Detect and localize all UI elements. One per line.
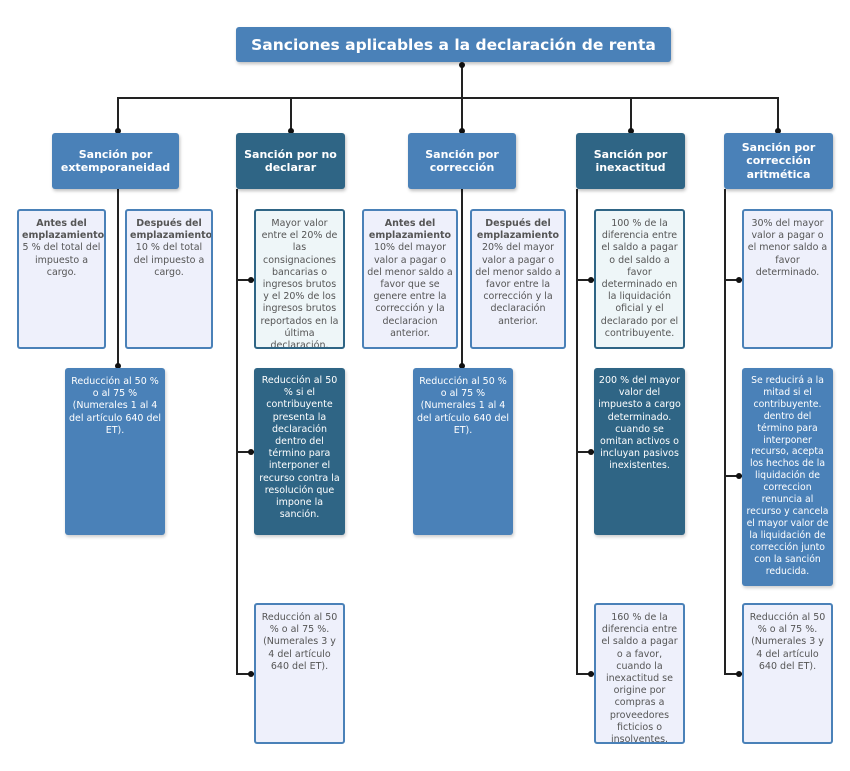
drop-correccion (461, 97, 463, 132)
correccion-despues-title: Después del emplazamiento (476, 218, 560, 242)
connector-dot (288, 128, 294, 134)
extemporaneidad-antes: Antes del emplazamiento 5 % del total de… (17, 209, 106, 349)
branch-inexactitud-3 (576, 673, 594, 675)
connector-dot (459, 128, 465, 134)
no-declarar-reduccion-50: Reducción al 50 % si el contribuyente pr… (254, 368, 345, 535)
title-stem (461, 63, 463, 98)
connector-dot (588, 671, 594, 677)
branch-aritmetica-1 (724, 279, 742, 281)
extemporaneidad-antes-text: 5 % del total del impuesto a cargo. (22, 242, 101, 278)
correccion-reduccion: Reducción al 50 % o al 75 % (Numerales 1… (413, 368, 513, 535)
header-correccion: Sanción por corrección (408, 133, 516, 189)
connector-dot (588, 277, 594, 283)
inexactitud-160: 160 % de la diferencia entre el saldo a … (594, 603, 685, 744)
extemporaneidad-despues-text: 10 % del total del impuesto a cargo. (133, 242, 205, 278)
diagram-title: Sanciones aplicables a la declaración de… (236, 27, 671, 62)
no-declarar-reduccion-50-75: Reducción al 50 % o al 75 %. (Numerales … (254, 603, 345, 744)
rail-inexactitud (576, 189, 578, 675)
extemporaneidad-antes-title: Antes del emplazamiento (22, 218, 105, 242)
stem-extemporaneidad (117, 189, 119, 368)
correccion-antes: Antes del emplazamiento 10% del mayor va… (362, 209, 458, 349)
rail-no-declarar (236, 189, 238, 675)
header-aritmetica: Sanción por corrección aritmética (724, 133, 833, 189)
header-inexactitud: Sanción por inexactitud (576, 133, 685, 189)
connector-dot (736, 277, 742, 283)
correccion-antes-text: 10% del mayor valor a pagar o del menor … (367, 242, 453, 339)
drop-aritmetica (777, 97, 779, 132)
drop-no-declarar (290, 97, 292, 132)
correccion-despues-text: 20% del mayor valor a pagar o del menor … (475, 242, 561, 327)
branch-no-declarar-3 (236, 673, 254, 675)
inexactitud-100: 100 % de la diferencia entre el saldo a … (594, 209, 685, 349)
connector-dot (248, 277, 254, 283)
connector-dot (628, 128, 634, 134)
extemporaneidad-despues: Después del emplazamiento 10 % del total… (125, 209, 213, 349)
correccion-despues: Después del emplazamiento 20% del mayor … (470, 209, 566, 349)
header-no-declarar: Sanción por no declarar (236, 133, 345, 189)
extemporaneidad-despues-title: Después del emplazamiento (130, 218, 213, 242)
connector-dot (736, 671, 742, 677)
connector-dot (115, 128, 121, 134)
aritmetica-reduccion-50-75: Reducción al 50 % o al 75 %. (Numerales … (742, 603, 833, 744)
extemporaneidad-reduccion: Reducción al 50 % o al 75 % (Numerales 1… (65, 368, 165, 535)
connector-dot (775, 128, 781, 134)
top-bus (118, 97, 779, 99)
aritmetica-reduccion-mitad: Se reducirá a la mitad si el contribuyen… (742, 368, 833, 586)
drop-inexactitud (630, 97, 632, 132)
connector-dot (459, 363, 465, 369)
branch-aritmetica-2 (724, 475, 742, 477)
branch-inexactitud-1 (576, 279, 594, 281)
correccion-antes-title: Antes del emplazamiento (368, 218, 452, 242)
no-declarar-sancion: Mayor valor entre el 20% de las consigna… (254, 209, 345, 349)
stem-correccion (461, 189, 463, 368)
header-extemporaneidad: Sanción por extemporaneidad (52, 133, 179, 189)
branch-no-declarar-1 (236, 279, 254, 281)
branch-no-declarar-2 (236, 451, 254, 453)
drop-extemporaneidad (117, 97, 119, 132)
inexactitud-200: 200 % del mayor valor del impuesto a car… (594, 368, 685, 535)
rail-aritmetica (724, 189, 726, 675)
connector-dot (248, 449, 254, 455)
branch-aritmetica-3 (724, 673, 742, 675)
connector-dot (248, 671, 254, 677)
connector-dot (115, 363, 121, 369)
branch-inexactitud-2 (576, 451, 594, 453)
connector-dot (736, 473, 742, 479)
connector-dot (588, 449, 594, 455)
aritmetica-30: 30% del mayor valor a pagar o el menor s… (742, 209, 833, 349)
connector-dot (459, 62, 465, 68)
